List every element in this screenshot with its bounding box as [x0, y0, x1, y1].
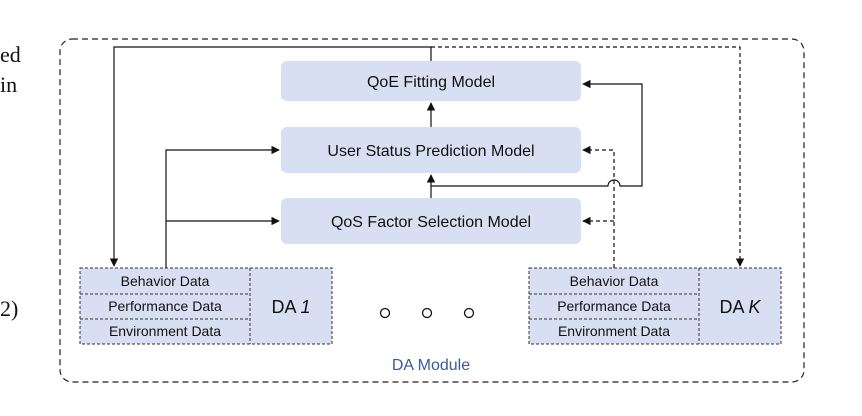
ellipsis-dot-2 [421, 307, 433, 319]
dak-to-user-status-connector [582, 145, 615, 268]
da-k-label-prefix: DA [719, 297, 748, 317]
margin-text-2: in [0, 72, 18, 97]
da-1-label-index: 1 [301, 297, 311, 317]
qos-factor-selection-model-label: QoS Factor Selection Model [331, 214, 531, 231]
da-1-environment-data: Environment Data [109, 323, 221, 339]
ellipsis-dot-3 [463, 307, 475, 319]
qoe-to-da1-connector [109, 46, 432, 267]
da-k-environment-data: Environment Data [558, 323, 670, 339]
da-k-performance-data: Performance Data [557, 298, 671, 314]
da-k-label-index: K [749, 297, 762, 317]
da-k-block: Behavior Data Performance Data Environme… [528, 267, 782, 345]
da-1-behavior-data: Behavior Data [121, 273, 210, 289]
margin-text-3: 2) [0, 296, 19, 321]
qos-factor-selection-model: QoS Factor Selection Model [281, 198, 581, 244]
da-1-label: DA 1 [271, 297, 310, 317]
da-k-behavior-data: Behavior Data [570, 273, 659, 289]
qoe-fitting-model-label: QoE Fitting Model [367, 74, 495, 91]
qos-to-qoe-connector [431, 79, 643, 187]
user-status-prediction-model: User Status Prediction Model [281, 127, 581, 173]
da1-to-user-status-connector [165, 145, 280, 268]
margin-text-1: ed [0, 42, 21, 67]
da-module-label: DA Module [392, 357, 470, 374]
da-module-container [59, 38, 805, 383]
da-1-performance-data: Performance Data [108, 298, 222, 314]
da-k-label: DA K [719, 297, 761, 317]
ellipsis-dot-1 [379, 307, 391, 319]
qoe-fitting-model: QoE Fitting Model [281, 61, 581, 101]
da-1-label-prefix: DA [271, 297, 300, 317]
da-1-block: Behavior Data Performance Data Environme… [79, 267, 333, 345]
user-status-prediction-model-label: User Status Prediction Model [327, 143, 534, 160]
qoe-to-dak-connector [431, 46, 745, 267]
